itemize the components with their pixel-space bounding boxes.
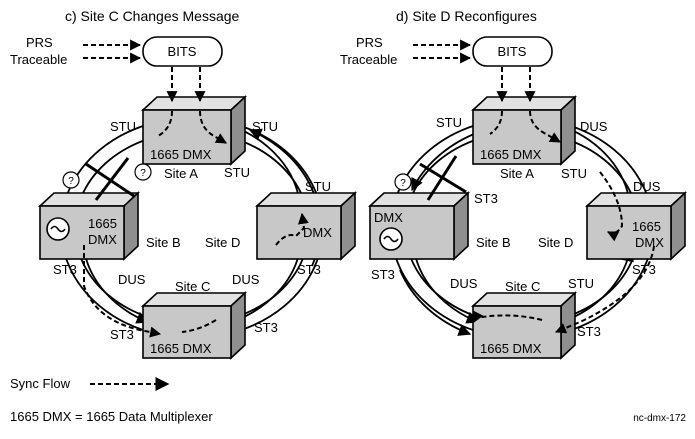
- panel-d-lbl-d-top: DUS: [633, 179, 661, 194]
- panel-c-site-c-box: [140, 291, 248, 360]
- legend-figure-id: nc-dmx-172: [633, 413, 686, 424]
- panel-d: d) Site D Reconfigures PRS Traceable BIT…: [340, 8, 688, 360]
- panel-d-box-b-label: DMX: [374, 210, 403, 225]
- panel-d-sync-a-d: [599, 171, 624, 242]
- panel-d-box-d-line1: 1665: [632, 219, 661, 234]
- panel-c-sync-in-a-left: [157, 110, 173, 137]
- panel-c-sync-c-inside: [181, 319, 217, 333]
- panel-c-break-mark-2: [94, 157, 130, 201]
- panel-d-lbl-d-bottom: ST3: [632, 262, 656, 277]
- panel-d-site-a: Site A: [500, 166, 534, 181]
- panel-d-site-c: Site C: [505, 279, 540, 294]
- panel-d-lbl-a-st3: ST3: [474, 191, 498, 206]
- panel-d-site-d-box: [584, 191, 688, 261]
- panel-c-lbl-d-bottom: ST3: [297, 262, 321, 277]
- panel-d-ring-arrow-bc: [413, 249, 480, 324]
- panel-c-site-a: Site A: [164, 166, 198, 181]
- panel-d-site-b-box: [367, 191, 471, 261]
- panel-d-question-icon-1: [394, 173, 412, 191]
- panel-d-sync-c-inside: [473, 310, 543, 323]
- panel-c-question-icon-1: [62, 171, 80, 189]
- panel-d-box-a-label: 1665 DMX: [480, 147, 542, 162]
- legend-sync-flow-label: Sync Flow: [10, 376, 71, 391]
- panel-c-site-d: Site D: [205, 235, 240, 250]
- panel-d-lbl-a-lower: STU: [561, 166, 587, 181]
- panel-c-lbl-c-left-top: DUS: [118, 272, 146, 287]
- panel-c-title: c) Site C Changes Message: [65, 8, 240, 24]
- panel-c-bits-box: [142, 36, 223, 67]
- panel-d-site-b: Site B: [476, 235, 511, 250]
- panel-c-prs-label: PRS: [26, 35, 53, 50]
- panel-c-q1: ?: [68, 176, 74, 187]
- panel-c-lbl-d-top: STU: [305, 179, 331, 194]
- panel-c-lbl-b-left: ST3: [53, 262, 77, 277]
- panel-d-lbl-b-left: ST3: [371, 267, 395, 282]
- legend-definition: 1665 DMX = 1665 Data Multiplexer: [10, 409, 213, 424]
- panel-c-sync-in-a-right: [199, 110, 227, 144]
- panel-d-ring-arrow-ab: [411, 133, 475, 192]
- panel-d-sync-in-a-left: [489, 110, 503, 135]
- panel-c-lbl-c-right: ST3: [254, 320, 278, 335]
- panel-c-box-d-label: DMX: [303, 225, 332, 240]
- panel-c-lbl-c-left: ST3: [110, 327, 134, 342]
- panel-c-box-c-label: 1665 DMX: [150, 341, 212, 356]
- panel-c-traceable-label: Traceable: [10, 52, 67, 67]
- panel-d-lbl-c-right: ST3: [577, 324, 601, 339]
- panel-c-box-b-line1: 1665: [88, 216, 117, 231]
- panel-d-lbl-c-left-top: DUS: [450, 276, 478, 291]
- panel-c-site-b: Site B: [146, 235, 181, 250]
- panel-c-sync-d-path: [275, 212, 309, 246]
- panel-c-q2: ?: [140, 168, 146, 179]
- panel-d-lbl-a-left: STU: [436, 115, 462, 130]
- panel-c-lbl-a-left: STU: [110, 119, 136, 134]
- panel-c-box-b-line2: DMX: [88, 232, 117, 247]
- panel-d-box-d-line2: DMX: [635, 235, 664, 250]
- panel-d-sync-d-c: [554, 245, 655, 334]
- panel-d-bits-box: [472, 36, 553, 67]
- panel-d-lbl-a-right: DUS: [580, 119, 608, 134]
- panel-d-site-c-box: [470, 291, 578, 360]
- panel-d-break-mark-2: [426, 155, 458, 201]
- panel-c-ring-arrow-bc: [83, 249, 150, 324]
- panel-c-bits-label: BITS: [168, 44, 197, 59]
- panel-d-prs-label: PRS: [356, 35, 383, 50]
- panel-d-q1: ?: [400, 178, 406, 189]
- panel-d-bits-label: BITS: [498, 44, 527, 59]
- panel-d-site-d: Site D: [538, 235, 573, 250]
- panel-d-title: d) Site D Reconfigures: [396, 8, 537, 24]
- panel-d-ring-arrow-bc-outer: [399, 269, 472, 336]
- panel-c-question-icon-2: [134, 163, 152, 181]
- panel-d-box-c-label: 1665 DMX: [480, 341, 542, 356]
- panel-c-sine-icon: [50, 225, 66, 233]
- panel-d-sync-in-a-right: [529, 110, 561, 143]
- panel-c-lbl-c-right-top: DUS: [232, 272, 260, 287]
- panel-c-lbl-a-right: STU: [252, 119, 278, 134]
- panel-c-sync-b-c: [83, 245, 162, 338]
- panel-d-lbl-c-right-top: STU: [568, 276, 594, 291]
- panel-c-lbl-a-lower: STU: [224, 165, 250, 180]
- legend: Sync Flow 1665 DMX = 1665 Data Multiplex…: [10, 376, 686, 424]
- panel-c-box-a-label: 1665 DMX: [150, 147, 212, 162]
- panel-d-sine-icon: [383, 235, 399, 243]
- panel-c: c) Site C Changes Message PRS Traceable …: [10, 8, 358, 360]
- panel-d-traceable-label: Traceable: [340, 52, 397, 67]
- panel-c-site-c: Site C: [175, 279, 210, 294]
